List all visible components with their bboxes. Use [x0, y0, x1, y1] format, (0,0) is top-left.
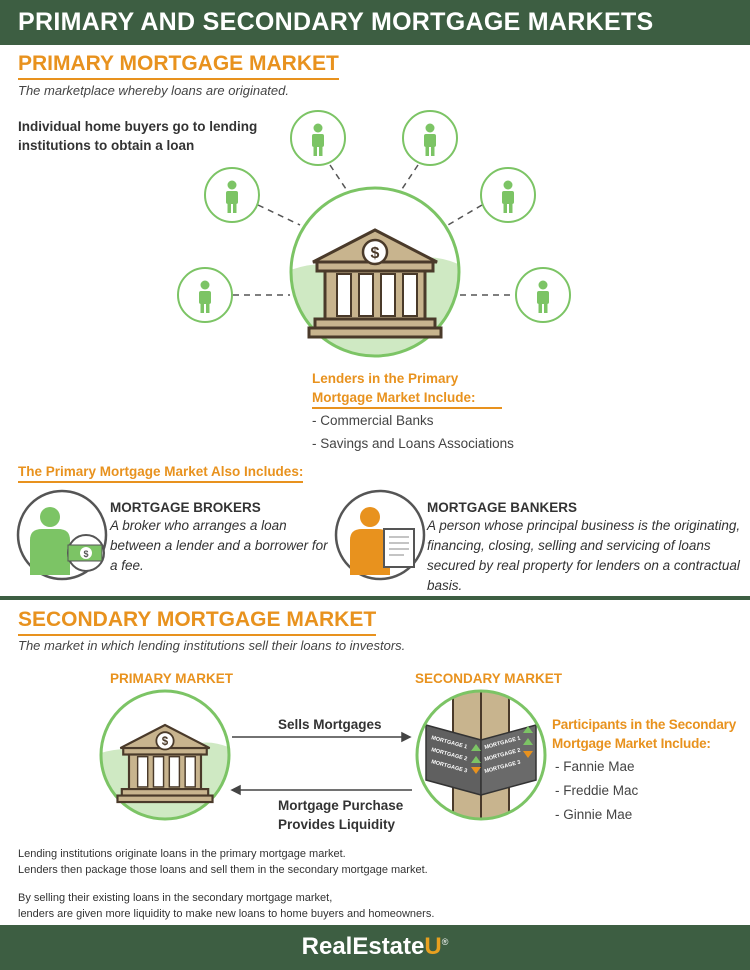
flow-arrows	[230, 731, 412, 796]
bank-icon-secondary	[99, 689, 231, 821]
participants-heading: Participants in the Secondary Mortgage M…	[552, 717, 737, 751]
participant-item: - Ginnie Mae	[555, 807, 633, 822]
secondary-heading: SECONDARY MORTGAGE MARKET	[18, 608, 377, 636]
also-includes-heading: The Primary Mortgage Market Also Include…	[18, 462, 304, 483]
secondary-market-label: SECONDARY MARKET	[415, 671, 563, 686]
svg-text:$: $	[83, 549, 88, 559]
person-icons	[177, 110, 571, 323]
logo-text: RealEstate	[301, 933, 425, 960]
participant-item: - Freddie Mac	[555, 783, 639, 798]
mortgage-board-icon: MORTGAGE 1 MORTGAGE 2 MORTGAGE 3 MORTGAG…	[415, 689, 547, 821]
participant-item: - Fannie Mae	[555, 759, 635, 774]
bankers-description: A person whose principal business is the…	[427, 518, 741, 593]
page-title: PRIMARY AND SECONDARY MORTGAGE MARKETS	[0, 0, 750, 45]
lender-item: - Savings and Loans Associations	[312, 436, 514, 451]
registered-mark: ®	[441, 937, 449, 947]
footer-logo: RealEstateU®	[0, 925, 750, 970]
purchase-liquidity-label: Mortgage Purchase Provides Liquidity	[278, 798, 404, 832]
secondary-definition: The market in which lending institutions…	[18, 638, 406, 653]
bankers-title: MORTGAGE BANKERS	[427, 500, 578, 515]
brokers-description: A broker who arranges a loan between a l…	[110, 518, 328, 573]
primary-market-label: PRIMARY MARKET	[110, 671, 234, 686]
sells-mortgages-label: Sells Mortgages	[278, 717, 382, 732]
mortgage-banker-icon	[334, 489, 426, 581]
note-line: lenders are given more liquidity to make…	[18, 908, 435, 920]
primary-definition: The marketplace whereby loans are origin…	[18, 83, 289, 98]
lender-item: - Commercial Banks	[312, 413, 434, 428]
bank-icon-primary	[289, 186, 461, 358]
connector-lines	[233, 164, 515, 296]
mortgage-broker-icon: $	[16, 489, 108, 581]
logo-u: U	[424, 933, 442, 960]
note-line: By selling their existing loans in the s…	[18, 892, 333, 904]
primary-intro: Individual home buyers go to lending ins…	[18, 119, 258, 153]
brokers-title: MORTGAGE BROKERS	[110, 500, 261, 515]
note-line: Lenders then package those loans and sel…	[18, 864, 428, 876]
lenders-heading: Lenders in the Primary Mortgage Market I…	[312, 369, 502, 409]
note-line: Lending institutions originate loans in …	[18, 848, 346, 860]
primary-heading: PRIMARY MORTGAGE MARKET	[18, 52, 339, 80]
